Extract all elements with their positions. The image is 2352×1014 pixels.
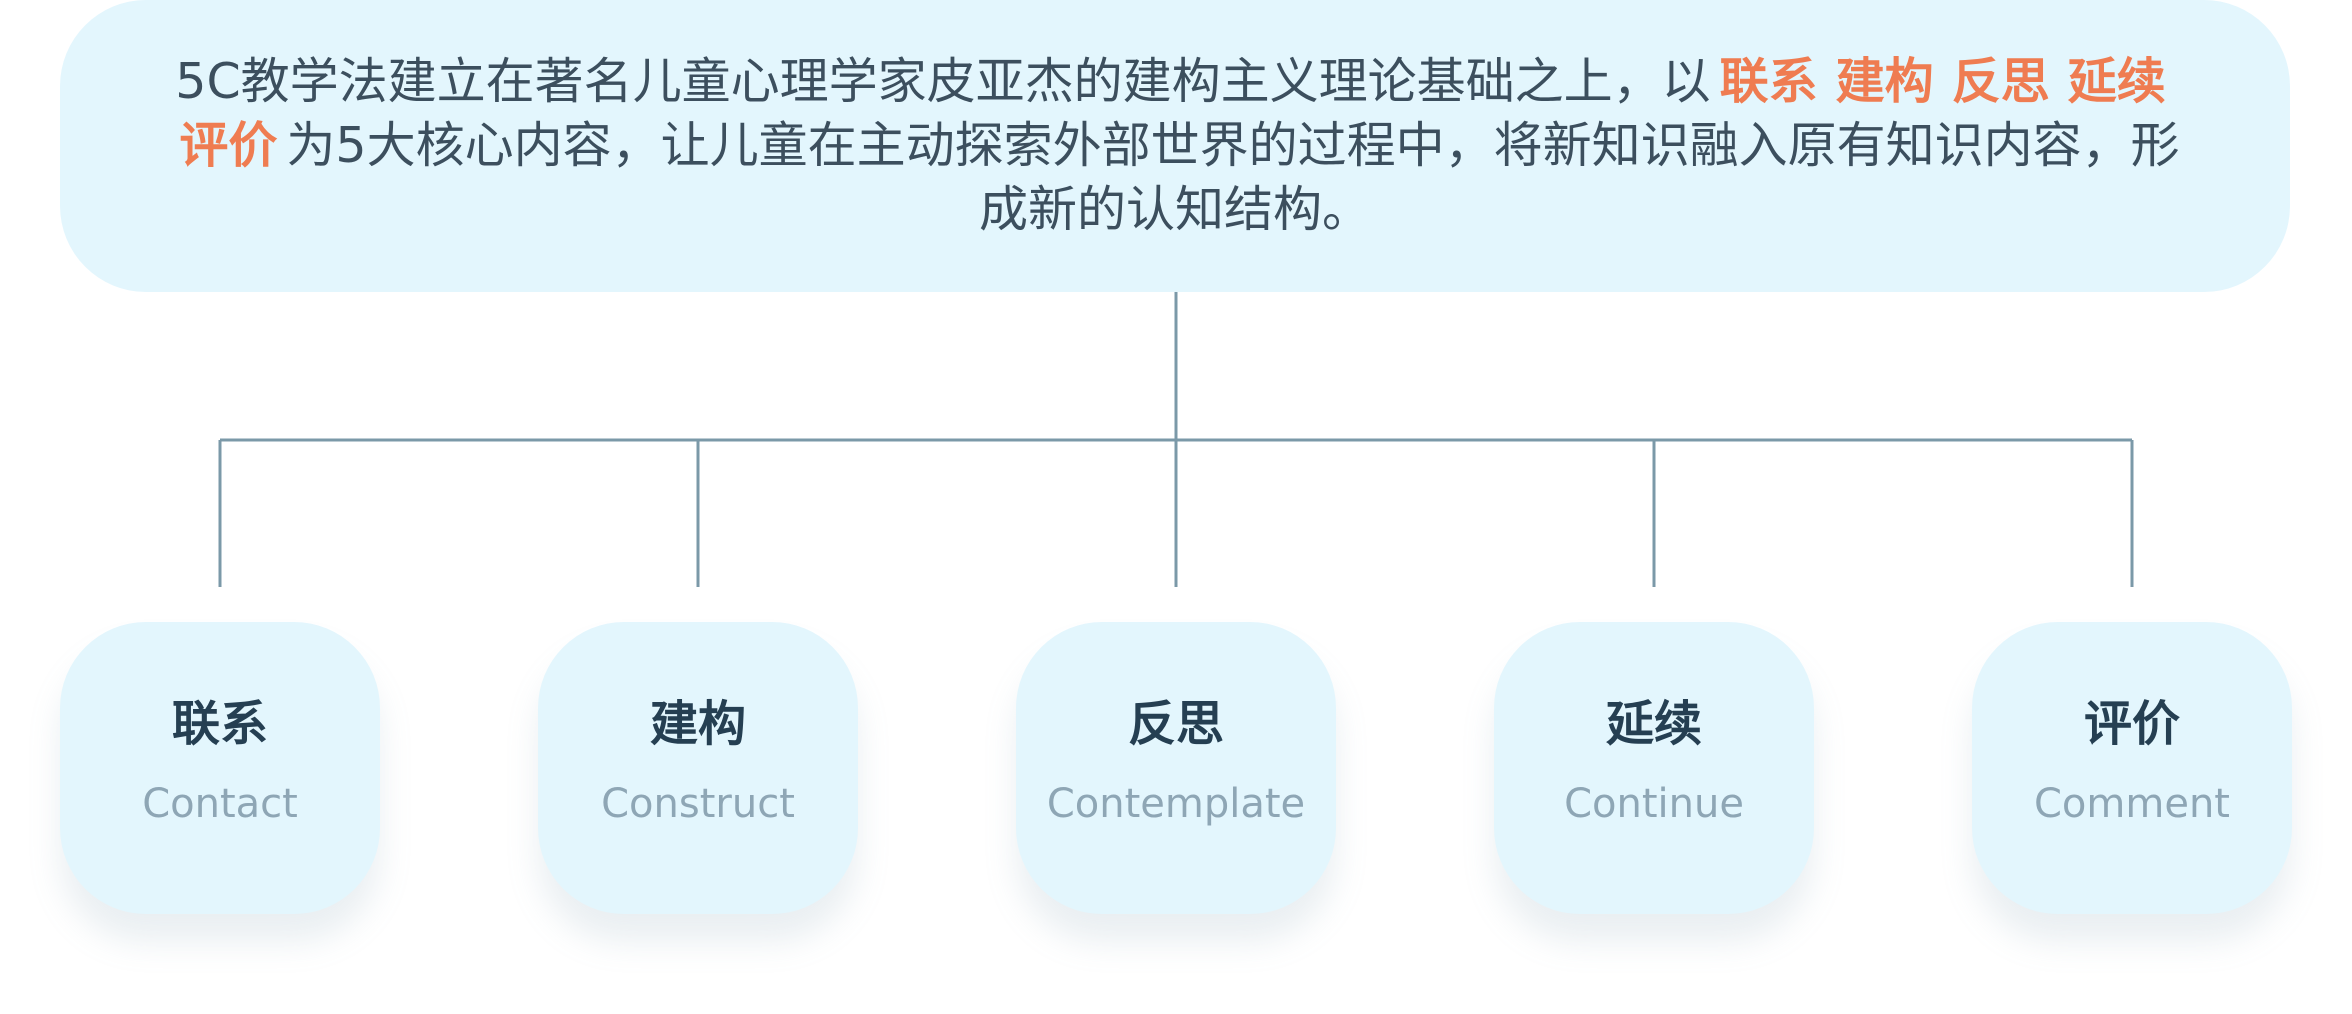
card-contemplate: 反思 Contemplate — [1016, 622, 1336, 914]
card-subtitle: Continue — [1564, 781, 1744, 827]
keyword-comment: 评价 — [179, 117, 278, 174]
card-construct: 建构 Construct — [538, 622, 858, 914]
card-comment: 评价 Comment — [1972, 622, 2292, 914]
card-title: 延续 — [1605, 696, 1702, 752]
keyword-contemplate: 反思 — [1951, 53, 2050, 110]
card-title: 建构 — [649, 696, 746, 752]
card-title: 联系 — [171, 696, 268, 752]
intro-text-part-2: 为5大核心内容，让儿童在主动探索外部世界的过程中，将新知识融入原有知识内容，形成… — [286, 117, 2180, 238]
card-subtitle: Contact — [142, 781, 298, 827]
card-continue: 延续 Continue — [1494, 622, 1814, 914]
intro-text: 5C教学法建立在著名儿童心理学家皮亚杰的建构主义理论基础之上，以联系建构反思延续… — [170, 50, 2180, 242]
keyword-contact: 联系 — [1719, 53, 1818, 110]
card-subtitle: Comment — [2034, 781, 2230, 827]
card-title: 评价 — [2083, 696, 2180, 752]
keyword-continue: 延续 — [2067, 53, 2166, 110]
intro-text-part-1: 5C教学法建立在著名儿童心理学家皮亚杰的建构主义理论基础之上，以 — [175, 53, 1711, 110]
card-title: 反思 — [1127, 696, 1224, 752]
keyword-construct: 建构 — [1835, 53, 1934, 110]
card-contact: 联系 Contact — [60, 622, 380, 914]
card-subtitle: Construct — [601, 781, 795, 827]
card-subtitle: Contemplate — [1046, 781, 1306, 827]
intro-card: 5C教学法建立在著名儿童心理学家皮亚杰的建构主义理论基础之上，以联系建构反思延续… — [60, 0, 2290, 292]
